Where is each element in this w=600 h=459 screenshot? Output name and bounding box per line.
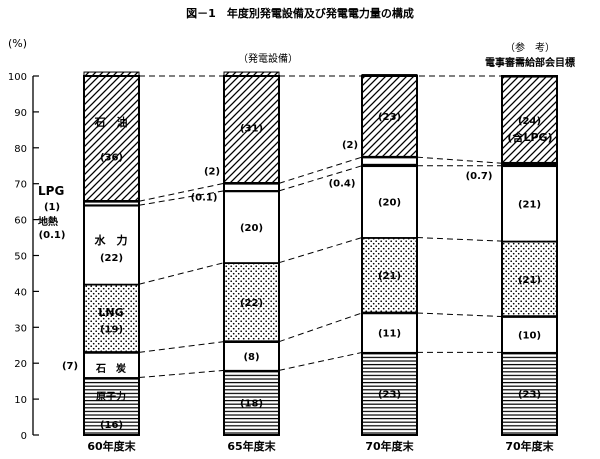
data-label-原子力: (23) [378,390,401,401]
x-tick-label: 65年度末 [227,439,276,453]
data-label-石炭: (8) [243,352,259,363]
data-label-水力: (22) [100,253,123,264]
data-label-lng: (19) [100,325,123,336]
y-tick-label: 0 [21,431,27,442]
data-label-石油: (36) [100,152,123,163]
y-tick-label: 100 [8,72,27,83]
y-tick-label: 40 [14,287,27,298]
lng-name-label: LNG [98,306,123,319]
data-label-lng: (21) [378,271,401,282]
segment-石炭 [83,351,140,379]
data-label-石炭: (7) [62,361,78,372]
bar-outline [361,75,418,436]
connector-水力 [138,190,225,206]
data-labels: (16) (18) (23) (23) (7) (8) (11) (10) (19) (22) (2… [62,112,541,431]
chart-subtitle: （発電設備） [238,52,298,65]
y-axis-label: (%) [8,37,27,50]
connector-lng [138,262,225,285]
bars: (16) (18) (23) (23) (7) (8) (11) (10) (19) (22) (2… [62,71,558,436]
connector-lpg [278,156,363,184]
connector-原子力 [278,351,363,371]
y-tick-label: 80 [14,144,27,155]
bar-1 [83,71,140,436]
data-label-水力: (21) [518,199,541,210]
segment-lng [223,262,280,343]
segment-水力 [361,165,418,239]
data-label-石油: (31) [240,124,263,135]
data-label-石油: (24) [518,116,541,127]
y-axis: 0 10 20 30 40 50 60 70 80 90 100 [8,72,39,442]
bar-4 [501,75,558,436]
x-tick-label: 70年度末 [365,439,414,453]
x-tick-label: 60年度末 [87,439,136,453]
connector-石炭 [416,312,503,318]
connector-lpg [416,156,503,164]
segment-石炭 [501,316,558,353]
y-tick-label: 20 [14,359,27,370]
bar-outline [501,75,558,436]
data-label-lpg: (2) [342,140,358,151]
data-label-石炭: (10) [518,330,541,341]
y-tick-label: 10 [14,395,27,406]
data-label-lpg: (2) [204,166,220,177]
y-tick-label: 70 [14,180,27,191]
incl-lpg-label: (含LPG) [507,130,552,144]
data-label-lng: (21) [518,275,541,286]
segment-水力 [501,165,558,242]
y-tick-label: 90 [14,108,27,119]
connector-石炭 [278,312,363,343]
annotations: 石 油 水 力 LNG 石 炭 原子力 LPG (1) 地熱 (0.1) (含L… [38,115,553,403]
reference-sublabel: 電事審需給部会目標 [485,56,575,69]
geothermal-name-label: 地熱 [38,215,58,228]
y-tick-label: 50 [14,252,27,263]
hydro-name-label: 水 力 [95,233,128,247]
y-tick-label: 60 [14,216,27,227]
bar-2 [223,71,280,436]
data-label-地熱: (0.4) [329,178,356,189]
connector-原子力 [138,369,225,379]
segment-原子力 [223,369,280,436]
data-label-原子力: (18) [240,399,263,410]
data-label-地熱: (0.1) [191,193,218,204]
bar-3 [361,74,418,436]
geothermal-value-label: (0.1) [39,230,66,241]
data-label-石油: (23) [378,112,401,123]
connector-水力 [278,165,363,192]
bar-outline [223,75,280,436]
oil-name-label: 石 油 [94,115,128,129]
data-label-石炭: (11) [378,329,401,340]
data-label-水力: (20) [378,198,401,209]
connector-lng [416,237,503,242]
segment-石油 [361,74,418,158]
nuclear-name-label: 原子力 [96,390,126,403]
y-tick-label: 30 [14,323,27,334]
data-label-原子力: (16) [100,420,123,431]
segment-地熱 [502,161,557,168]
data-label-水力: (20) [240,223,263,234]
bar-outline [83,75,140,436]
coal-name-label: 石 炭 [95,362,126,375]
x-tick-label: 70年度末 [505,439,554,453]
connector-lpg [138,182,225,202]
segment-石油 [83,71,140,202]
connector-石炭 [138,341,225,353]
segment-原子力 [361,351,418,436]
x-axis-labels: 60年度末 65年度末 70年度末 70年度末 [87,439,554,453]
lpg-name-label: LPG [38,184,64,198]
segment-地熱 [362,163,417,168]
reference-label: （参 考） [505,41,555,54]
chart-title: 図－1 年度別発電設備及び発電電力量の構成 [186,6,414,20]
data-label-lng: (22) [240,298,263,309]
lpg-value-label: (1) [44,202,60,213]
data-label-原子力: (23) [518,390,541,401]
data-label-地熱: (0.7) [466,171,493,182]
connector-lng [278,237,363,264]
connector-lines [138,75,503,379]
